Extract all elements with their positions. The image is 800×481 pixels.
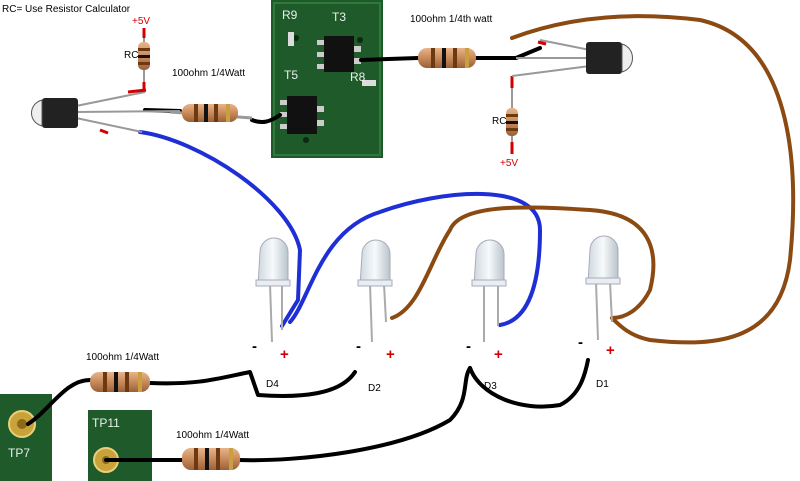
pcb-top bbox=[271, 0, 383, 158]
rc-label-right: RC bbox=[492, 116, 507, 127]
transistor-left bbox=[31, 88, 181, 135]
resistor-100ohm-top-right bbox=[418, 48, 476, 68]
plus5v-label-right: +5V bbox=[500, 158, 519, 169]
transistor-right bbox=[511, 39, 633, 77]
led-d2-id: D2 bbox=[368, 383, 381, 394]
led-d2-plus: + bbox=[386, 346, 395, 363]
resistor-100ohm-bottom-mid bbox=[90, 372, 150, 392]
led-d3-plus: + bbox=[494, 346, 503, 363]
led-d1 bbox=[585, 235, 621, 341]
led-d3-id: D3 bbox=[484, 381, 497, 392]
led-d4-plus: + bbox=[280, 346, 289, 363]
resistor-label-top-right: 100ohm 1/4th watt bbox=[410, 14, 493, 25]
led-d2-minus: - bbox=[356, 338, 361, 355]
resistor-label-left: 100ohm 1/4Watt bbox=[172, 68, 246, 79]
blue-wires bbox=[138, 130, 542, 328]
resistor-100ohm-bottom bbox=[182, 448, 240, 470]
resistor-rc-right bbox=[506, 76, 518, 154]
led-d1-minus: - bbox=[578, 334, 583, 351]
pad-label-tp11: TP11 bbox=[92, 416, 120, 430]
led-d2 bbox=[357, 239, 393, 343]
brown-wires bbox=[390, 14, 796, 345]
pad-label-tp7: TP7 bbox=[8, 446, 31, 460]
pcb-label-r8: R8 bbox=[350, 70, 366, 84]
pcb-label-t3: T3 bbox=[332, 10, 347, 24]
led-d4-minus: - bbox=[252, 338, 257, 355]
led-d4-id: D4 bbox=[266, 379, 279, 390]
rc-label-left: RC bbox=[124, 50, 139, 61]
resistor-label-bottom: 100ohm 1/4Watt bbox=[176, 430, 250, 441]
resistor-rc-left bbox=[138, 28, 150, 92]
led-d1-id: D1 bbox=[596, 379, 609, 390]
resistor-calculator-note: RC= Use Resistor Calculator bbox=[2, 4, 131, 15]
resistor-label-bottom-mid: 100ohm 1/4Watt bbox=[86, 352, 160, 363]
plus5v-label-left: +5V bbox=[132, 16, 151, 27]
pcb-pad-tp11 bbox=[88, 410, 152, 481]
resistor-100ohm-left bbox=[169, 104, 253, 122]
led-d3-minus: - bbox=[466, 338, 471, 355]
pcb-pad-tp7 bbox=[0, 394, 52, 481]
led-d4 bbox=[255, 237, 291, 343]
led-d3 bbox=[471, 239, 507, 342]
pcb-label-t5: T5 bbox=[284, 68, 299, 82]
pcb-label-r9: R9 bbox=[282, 8, 298, 22]
led-d1-plus: + bbox=[606, 342, 615, 359]
